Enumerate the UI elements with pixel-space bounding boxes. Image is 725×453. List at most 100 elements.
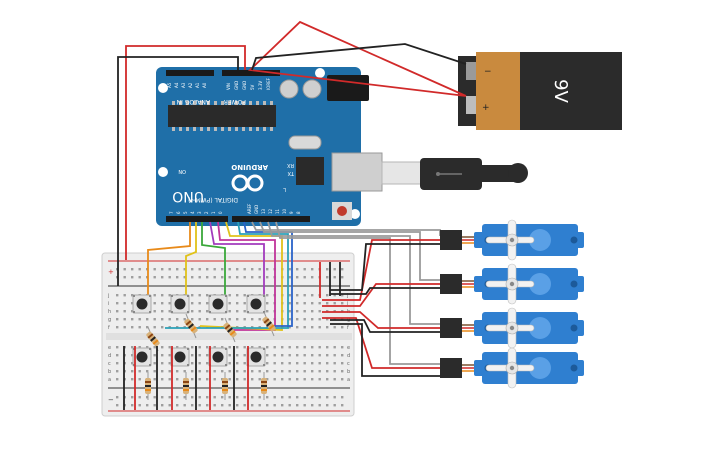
- button-ground-wires: [123, 346, 249, 410]
- row-letter-right: j: [346, 293, 348, 299]
- row-letter-left: g: [108, 317, 111, 323]
- digital-pin-label: 10: [282, 208, 287, 214]
- wire-servo4-ground: [330, 323, 440, 377]
- servo-horn: [485, 263, 535, 305]
- resistor: [145, 372, 151, 400]
- on-led-label: ON: [178, 168, 186, 174]
- digital-pin-label: 5: [183, 211, 188, 214]
- wire-servo2-power: [322, 283, 440, 307]
- row-letter-left: b: [108, 369, 111, 375]
- pushbutton[interactable]: [170, 294, 190, 314]
- pushbutton[interactable]: [132, 347, 152, 367]
- pushbutton[interactable]: [246, 347, 266, 367]
- wire-servo3-power: [322, 311, 440, 329]
- row-letter-right: f: [347, 325, 349, 331]
- battery-9v: 9V − +: [458, 52, 622, 130]
- power-pin-label: VIN: [226, 83, 231, 90]
- digital-header-label: DIGITAL (PWM~): [188, 196, 238, 203]
- analog-pin-label: A0: [202, 82, 207, 88]
- row-letter-left: d: [108, 353, 111, 359]
- tx-led-label: TX: [287, 170, 295, 176]
- digital-pin-label: 0: [218, 211, 223, 214]
- arduino-brand-label: ARDUINO: [231, 163, 268, 171]
- pushbutton[interactable]: [208, 294, 228, 314]
- row-letter-right: a: [347, 377, 350, 383]
- servo-horn: [485, 219, 535, 261]
- wire-pin3: [185, 222, 197, 300]
- wire-battery-positive: [248, 20, 467, 97]
- usb-cable: [381, 158, 528, 190]
- analog-pin-label: A5: [167, 82, 172, 88]
- wire-servo4-signal: [275, 221, 440, 365]
- microcontroller-pins: [172, 101, 273, 131]
- wire-5v-to-rail: [125, 45, 246, 260]
- digital-pin-label: 4: [190, 211, 195, 214]
- analog-pin-label: A4: [174, 82, 179, 88]
- arduino-model-label: UNO: [172, 188, 204, 204]
- row-letter-right: c: [347, 361, 350, 367]
- digital-pin-label: 3: [197, 211, 202, 214]
- power-pin-label: IOREF: [266, 77, 271, 90]
- servo-motor: [440, 219, 584, 261]
- rx-led-label: RX: [287, 162, 294, 168]
- servo-motor: [440, 347, 584, 389]
- digital-pin-label: 9: [289, 211, 294, 214]
- wire-pin2: [147, 222, 191, 300]
- pushbutton[interactable]: [132, 294, 152, 314]
- wire-servo1-ground: [330, 243, 440, 291]
- pushbutton[interactable]: [246, 294, 266, 314]
- wire-servo1-power: [322, 239, 440, 301]
- analog-pin-label: A3: [181, 82, 186, 88]
- row-letter-right: i: [347, 301, 348, 307]
- usb-icon: [436, 172, 462, 176]
- row-letter-right: e: [347, 345, 350, 351]
- battery-plus-label: +: [482, 103, 490, 113]
- arduino-logo-icon: [231, 174, 264, 192]
- wire-pin6: [217, 221, 276, 331]
- power-pin-label: GND: [234, 81, 239, 90]
- wire-servo3-signal: [267, 221, 440, 325]
- power-pin-label: GND: [242, 81, 247, 90]
- row-letter-left: j: [107, 293, 109, 299]
- power-pin-label: 5V: [250, 84, 255, 90]
- pushbuttons: [132, 294, 266, 367]
- pushbutton[interactable]: [208, 347, 228, 367]
- pushbutton[interactable]: [170, 347, 190, 367]
- row-letter-left: f: [108, 325, 110, 331]
- servo-horn: [485, 347, 535, 389]
- analog-pin-label: A2: [188, 82, 193, 88]
- rail-plus-label-top: +: [108, 268, 114, 276]
- resistor: [262, 311, 276, 337]
- resistor: [184, 313, 198, 339]
- resistor: [261, 372, 267, 400]
- wire-battery-negative: [251, 43, 467, 71]
- digital-pin-label: 12: [268, 208, 273, 214]
- l-led-label: L: [283, 186, 286, 192]
- digital-pin-label: 11: [275, 208, 280, 214]
- battery-minus-label: −: [484, 67, 492, 77]
- digital-pin-label: GND: [254, 205, 259, 214]
- row-letter-left: c: [108, 361, 111, 367]
- row-letter-left: h: [108, 309, 111, 315]
- digital-pin-label: 8: [296, 211, 301, 214]
- analog-pin-label: A1: [195, 82, 200, 88]
- digital-pin-label: 2: [204, 211, 209, 214]
- wire-servo4-power: [322, 317, 440, 369]
- row-letter-left: e: [108, 345, 111, 351]
- resistor: [223, 317, 237, 343]
- wire-servo2-signal: [259, 221, 440, 281]
- digital-pin-label: 13: [261, 208, 266, 214]
- row-letter-left: a: [108, 377, 111, 383]
- resistor: [222, 372, 228, 400]
- power-header-label: POWER: [224, 98, 246, 105]
- servo-motors: [440, 219, 584, 389]
- digital-pin-label: 6: [176, 211, 181, 214]
- servo-motor: [440, 263, 584, 305]
- servo-horn: [485, 307, 535, 349]
- wire-pin5: [209, 221, 265, 300]
- arduino-uno-board: UNO ARDUINO POWER ANALOG IN DIGITAL (PWM…: [156, 67, 383, 226]
- wire-pin4: [201, 222, 226, 300]
- row-letter-left: i: [108, 301, 109, 307]
